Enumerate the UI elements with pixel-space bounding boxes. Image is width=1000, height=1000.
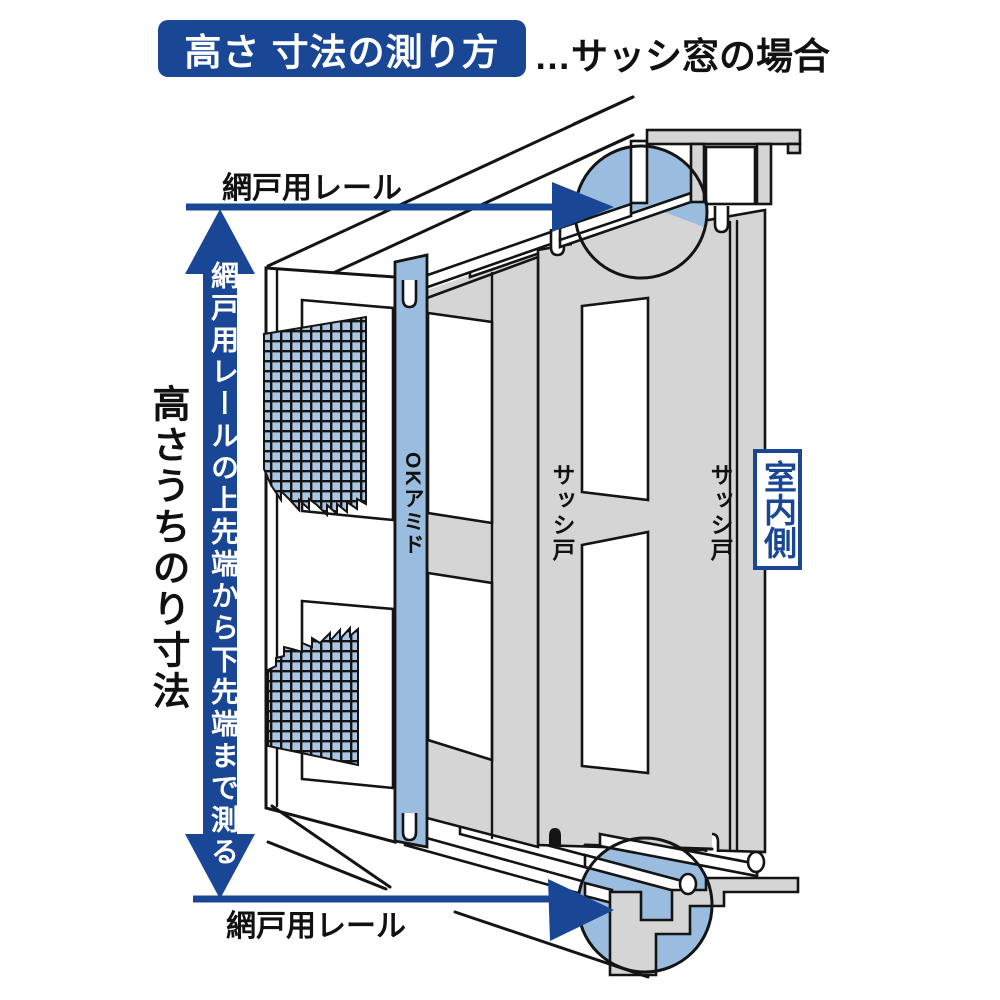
measure-instruction-text: 網戸用レールの上先端から下先端まで測る [208,261,239,869]
page-title: 高さ 寸法の測り方 [158,20,526,77]
top-detail-circle [558,95,802,282]
screen-door-label: OKアミド [401,452,424,557]
sash-door-rear-label: サッシ戸 [707,463,733,563]
height-measure-arrow [185,209,255,899]
rail-end-tip-1 [678,872,698,896]
sash-rear-glass-upper [580,296,650,502]
screen-mesh-lower [267,625,359,767]
screen-door-stile [393,253,429,849]
sill-edge-lines [266,804,392,891]
sash-rear-glass-lower [580,530,650,775]
head-rail-stem-2 [755,142,773,206]
title-case-note: …サッシ窓の場合 [534,36,830,77]
sash-door-front-shape [425,255,540,849]
screen-door-top-hook [401,280,418,309]
top-pointer-arrowhead-icon [552,182,614,232]
rail-top-label: 網戸用レール [222,172,402,205]
interior-side-label: 室内側 [759,460,797,559]
sash-door-front-label: サッシ戸 [549,463,575,563]
top-rail-pointer [186,182,614,232]
rail-bottom-label: 網戸用レール [226,910,406,943]
sash-front-glass-lower [426,571,494,762]
sash-door-rear-shape [536,208,767,854]
screen-door-shape [263,253,429,849]
head-flange [645,128,802,146]
screen-door-bottom-hook [401,813,418,842]
interior-side-badge: 室内側 [753,449,802,570]
measure-arrow-shaft [203,248,237,848]
head-rail-stem-1 [689,142,706,204]
bottom-pointer-arrowhead-icon [548,879,614,941]
screen-mesh-upper [263,315,367,518]
door-hooks [549,206,730,852]
sash-rear-top-hook [713,206,730,234]
measure-arrow-up-icon [185,209,255,274]
bottom-rail-pointer [193,879,614,941]
sash-front-bottom-hook [549,828,561,846]
bottom-detail-circle [453,822,800,979]
sill-cross-section [608,876,800,977]
rail-end-tip-2 [746,850,766,874]
dimension-name-text: 高さうちのり寸法 [146,384,188,712]
rail-end-face-top [629,139,649,205]
sash-front-glass-upper [426,311,494,525]
measure-arrow-down-icon [185,834,255,899]
